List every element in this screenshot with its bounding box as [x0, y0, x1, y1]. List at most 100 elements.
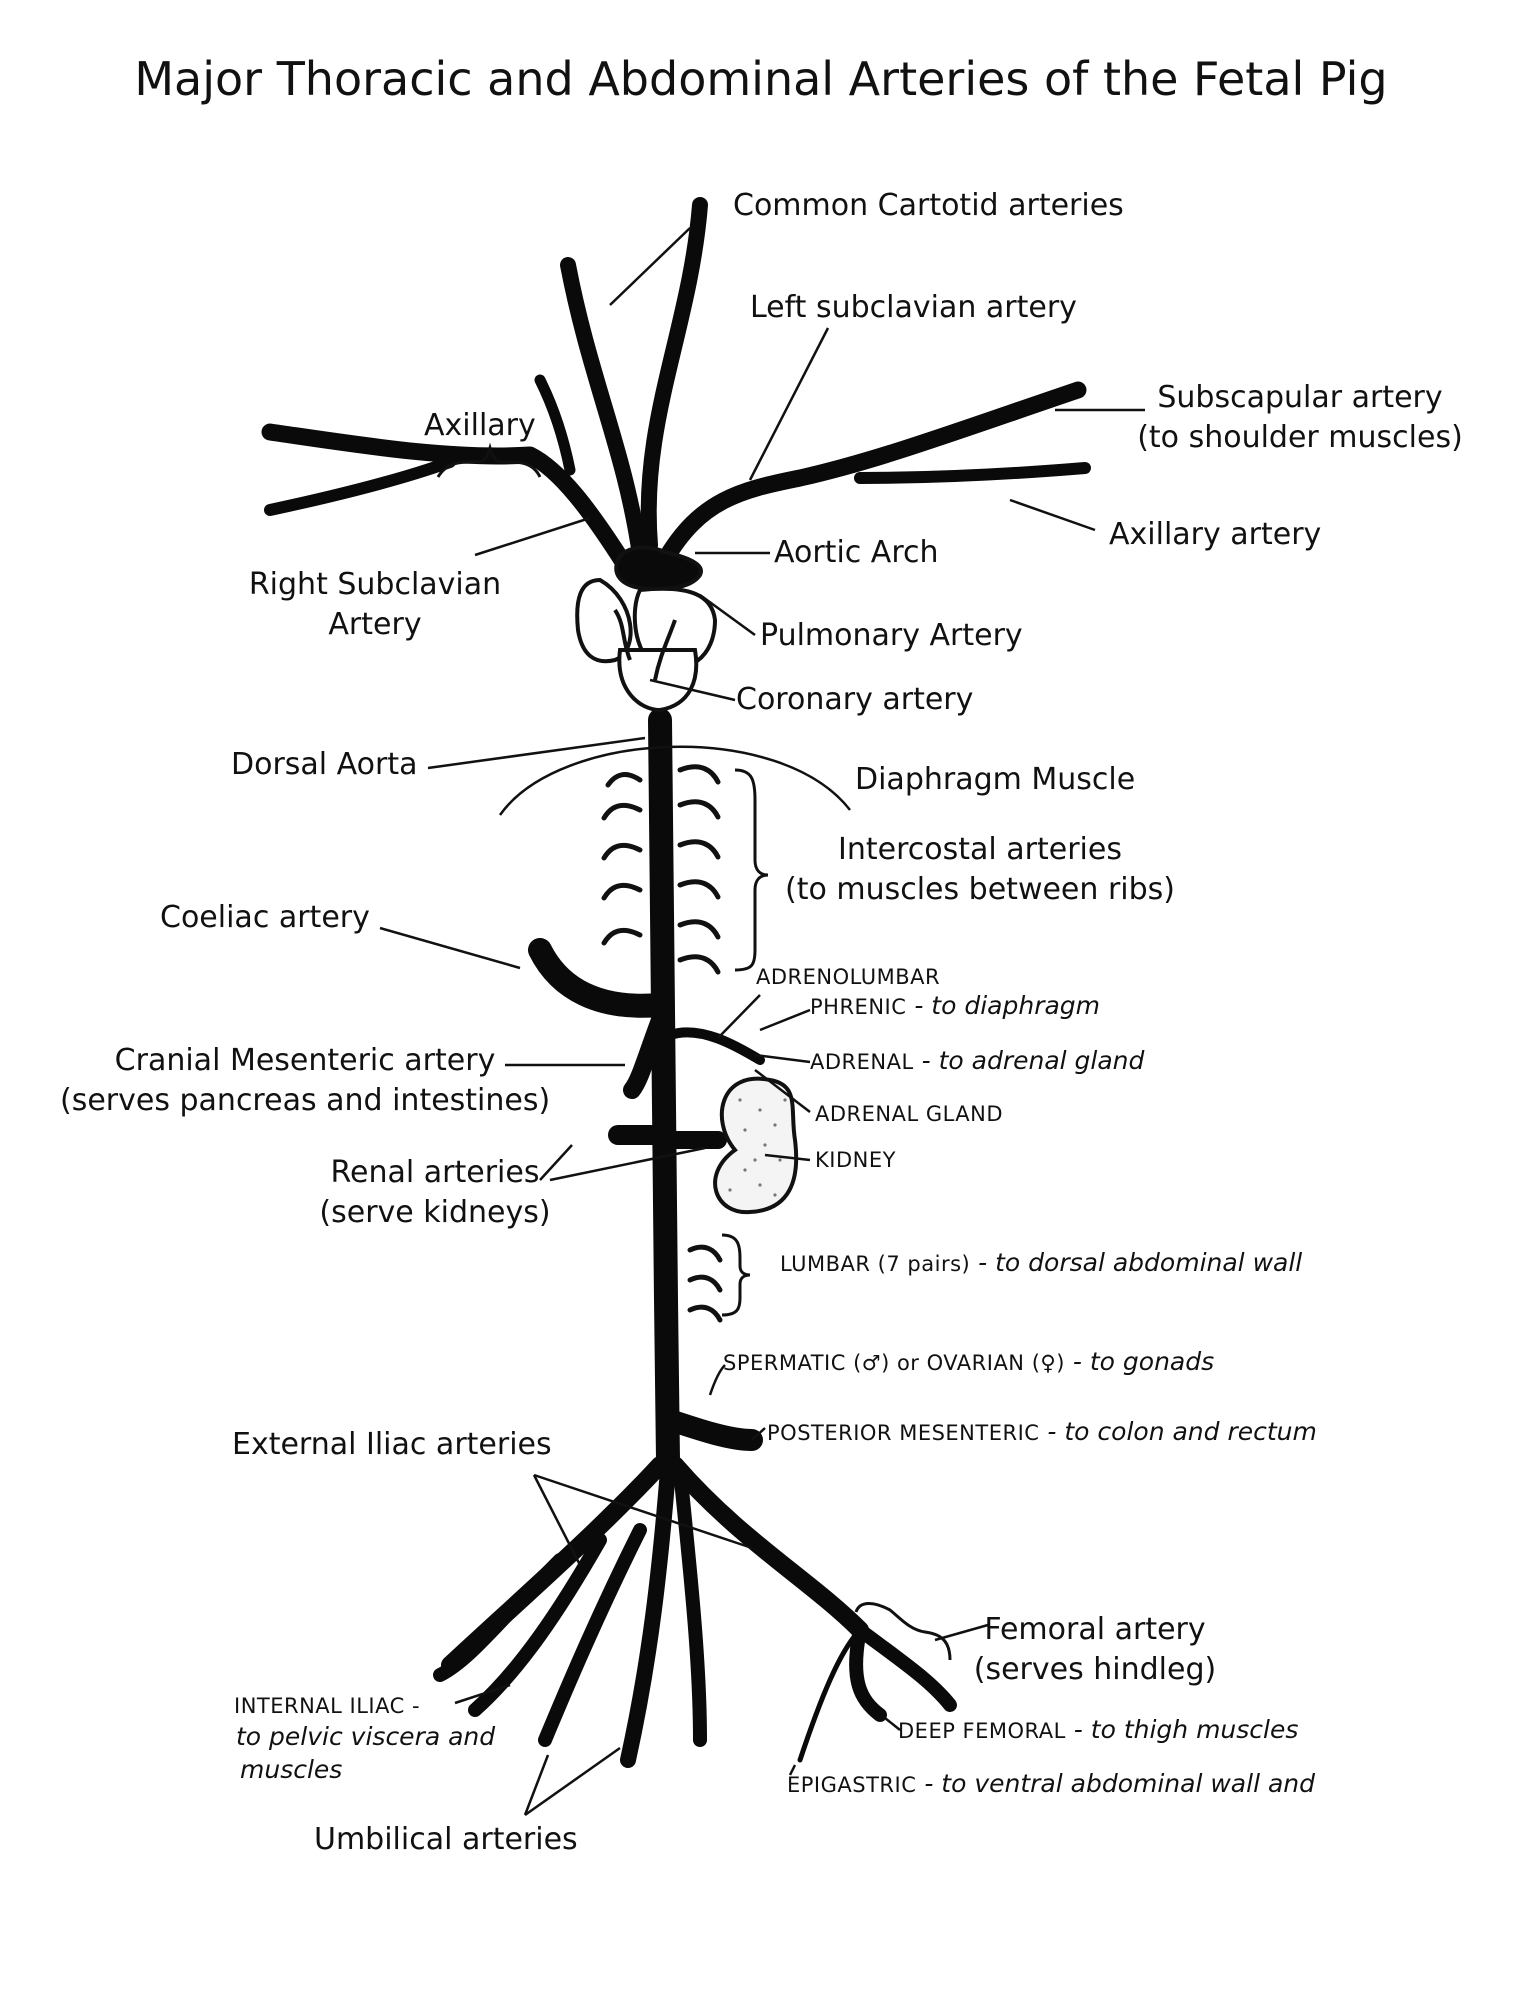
- label-intercostal-2: (to muscles between ribs): [785, 872, 1175, 907]
- leader-renal-2: [549, 1146, 706, 1182]
- brackets: [436, 442, 952, 1661]
- label-pulmonary: Pulmonary Artery: [760, 618, 1023, 653]
- leader-phrenic: [759, 1008, 811, 1032]
- label-intercostal-1: Intercostal arteries: [838, 832, 1122, 867]
- right-external-iliac-lower: [433, 1553, 567, 1682]
- right-subclavian-artery: [261, 423, 634, 574]
- intercostal-right-1: [677, 764, 721, 785]
- hand-epigastric: EPIGASTRIC - to ventral abdominal wall a…: [787, 1769, 1315, 1798]
- leader-epigastric: [788, 1764, 797, 1776]
- hand-lumbar: LUMBAR (7 pairs) - to dorsal abdominal w…: [780, 1248, 1303, 1277]
- label-left-subclavian: Left subclavian artery: [750, 290, 1077, 325]
- label-renal-1: Renal arteries: [330, 1155, 540, 1190]
- label-cranial-mesenteric-1: Cranial Mesenteric artery: [114, 1043, 496, 1078]
- leader-axillary-artery: [1009, 498, 1096, 532]
- left-common-carotid: [640, 197, 708, 553]
- intercostal-brace: [734, 768, 769, 972]
- label-renal-2: (serve kidneys): [319, 1195, 551, 1230]
- leader-internal-iliac: [454, 1683, 511, 1705]
- leader-umbilical-1: [523, 1754, 550, 1816]
- label-right-subclavian-2: Artery: [328, 607, 422, 642]
- intercostal-left-5: [601, 928, 643, 946]
- intercostal-left-1: [605, 772, 643, 788]
- label-common-carotid: Common Cartotid arteries: [733, 188, 1124, 223]
- heart: [575, 545, 718, 713]
- label-aortic-arch: Aortic Arch: [774, 535, 939, 570]
- label-subscapular-2: (to shoulder muscles): [1137, 420, 1463, 455]
- leader-coeliac: [379, 926, 521, 970]
- leader-left-subclavian: [748, 327, 830, 481]
- cranial-mesenteric-artery: [623, 1011, 669, 1099]
- left-ventricle: [632, 586, 718, 670]
- right-umbilical-artery: [620, 1462, 676, 1768]
- leader-pulmonary: [699, 593, 756, 637]
- leader-right-subclavian: [474, 516, 591, 557]
- diaphragm-muscle: [498, 745, 851, 816]
- label-axillary: Axillary: [424, 408, 536, 443]
- hand-internal-iliac-2: to pelvic viscera and: [236, 1722, 496, 1751]
- label-cranial-mesenteric-2: (serves pancreas and intestines): [60, 1083, 551, 1118]
- heart-body: [617, 648, 699, 713]
- femoral-artery: [853, 1623, 957, 1712]
- leader-ext-iliac-2: [533, 1473, 753, 1550]
- intercostal-arteries: [601, 764, 723, 1323]
- leader-common-carotid: [609, 227, 691, 306]
- right-atrium: [575, 577, 633, 664]
- leader-coronary: [649, 678, 736, 702]
- adrenolumbar-artery: [665, 1027, 765, 1065]
- right-internal-iliac: [468, 1533, 607, 1717]
- leader-umbilical-2: [524, 1746, 621, 1817]
- right-axillary-branch: [264, 456, 456, 516]
- label-umbilical: Umbilical arteries: [314, 1822, 578, 1857]
- left-external-iliac: [666, 1456, 869, 1639]
- left-umbilical-artery: [673, 1463, 707, 1747]
- femoral-brace: [854, 1602, 952, 1661]
- leader-spermatic: [708, 1364, 726, 1396]
- right-axillary-upper: [534, 374, 576, 476]
- diagram-title: Major Thoracic and Abdominal Arteries of…: [134, 52, 1388, 106]
- leader-adrenal-gland: [754, 1069, 811, 1113]
- lumbar-brace: [721, 1233, 751, 1317]
- label-coeliac: Coeliac artery: [160, 900, 370, 935]
- hand-adrenal-gland: ADRENAL GLAND: [815, 1102, 1004, 1126]
- hand-adrenal: ADRENAL - to adrenal gland: [810, 1046, 1145, 1075]
- right-internal-iliac-lower: [538, 1523, 647, 1747]
- hand-internal-iliac-1: INTERNAL ILIAC -: [234, 1694, 421, 1718]
- leader-posterior-mesenteric: [751, 1427, 766, 1441]
- coeliac-artery: [528, 938, 672, 1018]
- posterior-mesenteric-artery: [659, 1409, 763, 1451]
- dorsal-aorta: [648, 708, 680, 1472]
- label-dorsal-aorta: Dorsal Aorta: [231, 747, 418, 782]
- label-femoral-1: Femoral artery: [984, 1612, 1206, 1647]
- leader-lines: [379, 227, 1145, 1817]
- hand-kidney: KIDNEY: [815, 1148, 896, 1172]
- hand-adrenolumbar: ADRENOLUMBAR: [756, 965, 941, 989]
- epigastric-artery: [797, 1627, 863, 1763]
- left-axillary-branch: [854, 462, 1091, 484]
- lumbar-1: [687, 1244, 723, 1263]
- right-common-carotid: [560, 257, 648, 563]
- label-femoral-2: (serves hindleg): [973, 1652, 1217, 1687]
- label-subscapular-1: Subscapular artery: [1157, 380, 1443, 415]
- lumbar-3: [687, 1304, 723, 1323]
- label-axillary-artery: Axillary artery: [1109, 517, 1322, 552]
- label-coronary: Coronary artery: [736, 682, 974, 717]
- aortic-arch-shape: [614, 545, 703, 591]
- label-diaphragm: Diaphragm Muscle: [855, 762, 1136, 797]
- hand-deep-femoral: DEEP FEMORAL - to thigh muscles: [898, 1715, 1299, 1744]
- hand-phrenic: PHRENIC - to diaphragm: [810, 991, 1101, 1020]
- leader-kidney: [764, 1153, 811, 1162]
- intercostal-right-4: [677, 879, 721, 900]
- intercostal-left-4: [601, 883, 643, 901]
- kidney-texture: [728, 1098, 787, 1197]
- hand-posterior-mesenteric: POSTERIOR MESENTERIC - to colon and rect…: [767, 1417, 1317, 1446]
- leader-adrenolumbar: [717, 994, 761, 1039]
- intercostal-right-6: [677, 954, 721, 975]
- hand-internal-iliac-3: muscles: [240, 1755, 343, 1784]
- kidney-shape: [713, 1076, 799, 1215]
- deep-femoral-artery: [849, 1623, 887, 1722]
- intercostal-right-3: [677, 839, 721, 860]
- intercostal-right-2: [677, 799, 721, 820]
